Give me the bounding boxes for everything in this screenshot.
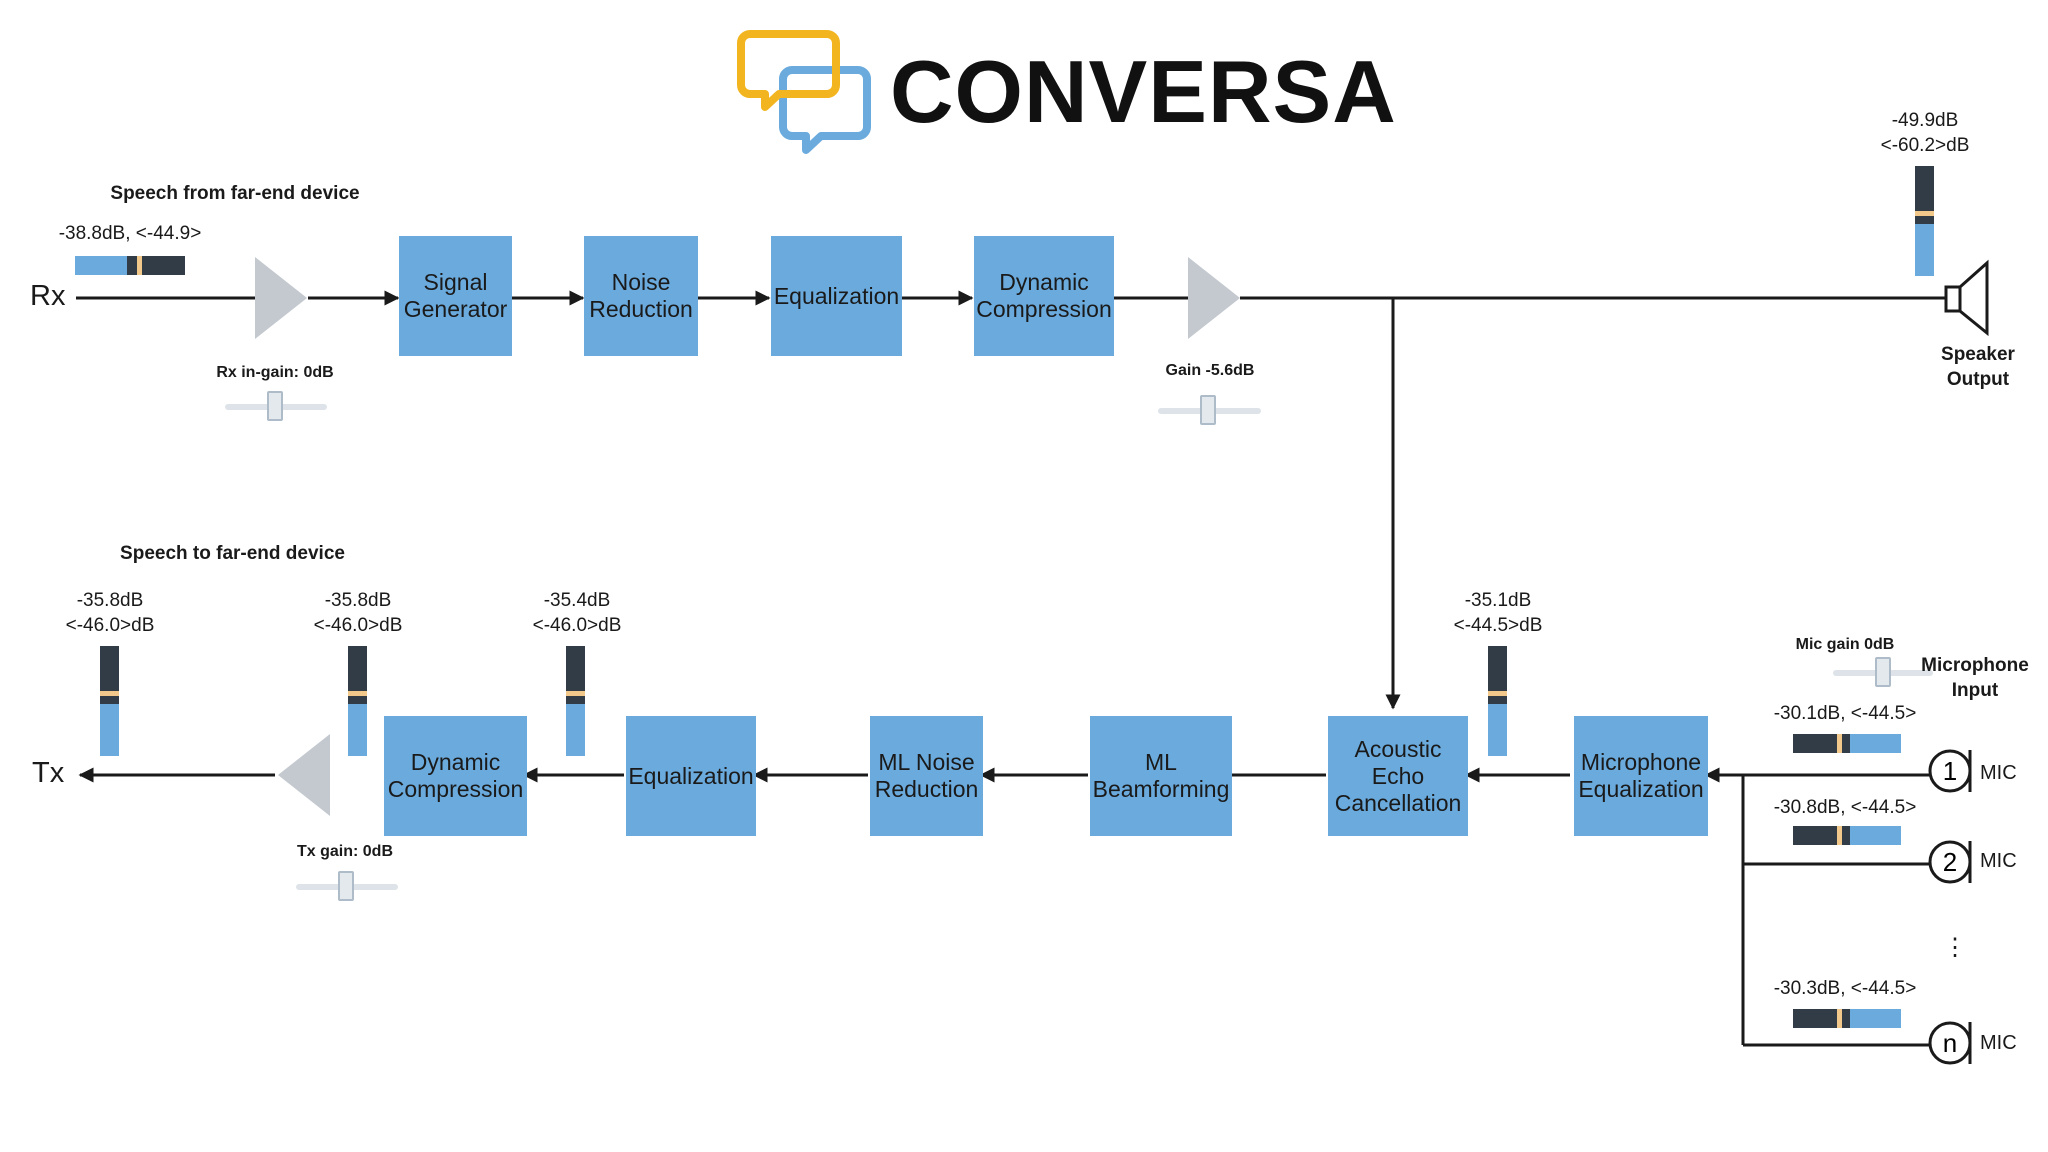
mic-gain-slider-thumb[interactable] bbox=[1875, 657, 1891, 687]
tx-out-meter-line1: -35.8dB bbox=[76, 590, 144, 611]
speaker-output-label: Speaker Output bbox=[1941, 344, 2015, 390]
tx-gain-amplifier-icon bbox=[278, 734, 330, 816]
mic-n-level-meter bbox=[1793, 1009, 1901, 1028]
rx-in-gain-slider[interactable] bbox=[225, 391, 327, 421]
rx-meter-text: -38.8dB, <-44.9> bbox=[58, 223, 202, 244]
rx-label: Rx bbox=[30, 280, 66, 312]
tx-eq-meter-line1: -35.4dB bbox=[543, 590, 611, 611]
rx-in-gain-slider-thumb[interactable] bbox=[267, 391, 283, 421]
mic-gain-slider[interactable] bbox=[1833, 657, 1933, 687]
tx-out-level-meter bbox=[100, 646, 119, 756]
tx-gain-slider-thumb[interactable] bbox=[338, 871, 354, 901]
tx-aec-meter-line2: <-44.5>dB bbox=[1453, 615, 1543, 636]
tx-out-meter-line2: <-46.0>dB bbox=[65, 615, 155, 636]
rx-gain-slider[interactable] bbox=[1158, 395, 1261, 425]
rx-out-gain-amplifier-icon bbox=[1188, 257, 1240, 339]
tx-eq-level-meter bbox=[566, 646, 585, 756]
mic-n-meter-text: -30.3dB, <-44.5> bbox=[1773, 978, 1917, 999]
tx-block-equalization[interactable]: Equalization bbox=[626, 716, 756, 836]
tx-block-ml-beamforming[interactable]: ML Beamforming bbox=[1090, 716, 1232, 836]
speaker-meter-line1: -49.9dB bbox=[1891, 110, 1959, 131]
speaker-icon bbox=[1944, 259, 1989, 337]
mic-gain-label: Mic gain 0dB bbox=[1795, 636, 1895, 653]
tx-dc-meter-line2: <-46.0>dB bbox=[313, 615, 403, 636]
mic-2-label: MIC bbox=[1980, 850, 2017, 872]
tx-aec-level-meter bbox=[1488, 646, 1507, 756]
rx-block-signal-generator[interactable]: Signal Generator bbox=[399, 236, 512, 356]
rx-block-equalization[interactable]: Equalization bbox=[771, 236, 902, 356]
mic-2-level-meter bbox=[1793, 826, 1901, 845]
tx-dc-meter-line1: -35.8dB bbox=[324, 590, 392, 611]
mic-1-id: 1 bbox=[1943, 756, 1957, 786]
rx-block-dynamic-compression[interactable]: Dynamic Compression bbox=[974, 236, 1114, 356]
mic-section-title: Microphone Input bbox=[1921, 655, 2029, 701]
logo-icon bbox=[737, 30, 871, 154]
mic-2-icon bbox=[1928, 840, 1972, 884]
rx-gain-label: Gain -5.6dB bbox=[1165, 362, 1255, 379]
tx-block-ml-noise-reduction[interactable]: ML Noise Reduction bbox=[870, 716, 983, 836]
rx-level-meter bbox=[75, 256, 185, 275]
mic-1-icon bbox=[1928, 749, 1972, 793]
tx-dc-level-meter bbox=[348, 646, 367, 756]
rx-section-title: Speech from far-end device bbox=[110, 183, 360, 204]
rx-block-noise-reduction[interactable]: Noise Reduction bbox=[584, 236, 698, 356]
mic-2-id: 2 bbox=[1943, 847, 1957, 877]
mic-2-meter-text: -30.8dB, <-44.5> bbox=[1773, 797, 1917, 818]
speaker-meter-line2: <-60.2>dB bbox=[1880, 135, 1970, 156]
tx-gain-slider[interactable] bbox=[296, 871, 398, 901]
mic-ellipsis: ⋮ bbox=[1943, 934, 1967, 961]
tx-section-title: Speech to far-end device bbox=[120, 543, 345, 564]
mic-n-label: MIC bbox=[1980, 1032, 2017, 1054]
mic-1-level-meter bbox=[1793, 734, 1901, 753]
rx-in-gain-amplifier-icon bbox=[255, 257, 307, 339]
rx-gain-slider-thumb[interactable] bbox=[1200, 395, 1216, 425]
mic-1-label: MIC bbox=[1980, 762, 2017, 784]
mic-n-icon bbox=[1928, 1021, 1972, 1065]
mic-n-id: n bbox=[1943, 1028, 1957, 1058]
tx-label: Tx bbox=[32, 757, 65, 789]
tx-aec-meter-line1: -35.1dB bbox=[1464, 590, 1532, 611]
tx-block-acoustic-echo-cancellation[interactable]: Acoustic Echo Cancellation bbox=[1328, 716, 1468, 836]
logo-wordmark: CONVERSA bbox=[890, 42, 1397, 141]
tx-eq-meter-line2: <-46.0>dB bbox=[532, 615, 622, 636]
tx-gain-label: Tx gain: 0dB bbox=[296, 843, 393, 860]
rx-in-gain-label: Rx in-gain: 0dB bbox=[216, 364, 334, 381]
speaker-level-meter bbox=[1915, 166, 1934, 276]
tx-block-microphone-equalization[interactable]: Microphone Equalization bbox=[1574, 716, 1708, 836]
mic-1-meter-text: -30.1dB, <-44.5> bbox=[1773, 703, 1917, 724]
tx-block-dynamic-compression[interactable]: Dynamic Compression bbox=[384, 716, 527, 836]
